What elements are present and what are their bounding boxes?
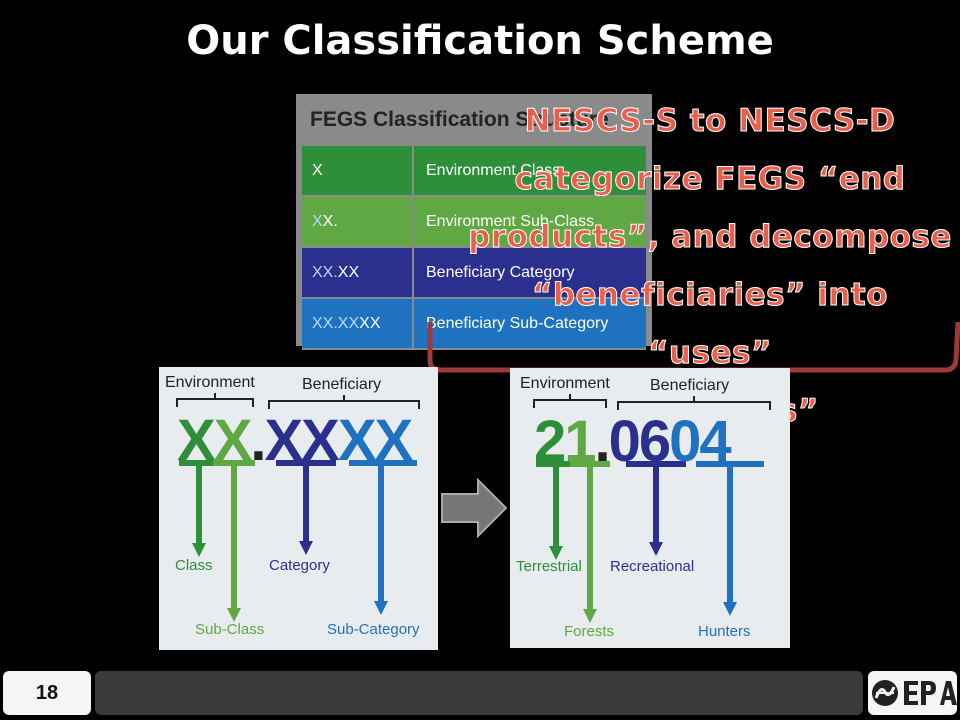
epa-logo (868, 671, 957, 715)
generic-code-diagram: Environment Beneficiary XX.XXXX Class Su… (159, 367, 438, 650)
fegs-label-cell: Environment Sub-Class (426, 213, 595, 230)
caption-class: Terrestrial (516, 558, 582, 575)
fegs-code-cell: XX.XXXX (302, 299, 414, 348)
callout-line: categorize FEGS “end (514, 161, 906, 198)
caption-sub-class: Sub-Class (195, 621, 265, 638)
environment-label: Environment (165, 374, 255, 391)
example-code: 21.0604 (534, 409, 732, 474)
footer-bar (95, 671, 863, 715)
callout-line: “beneficiaries” into “uses” (531, 277, 889, 372)
example-code-diagram: Environment Beneficiary 21.0604 Terrestr… (510, 368, 790, 648)
generic-code: XX.XXXX (177, 408, 413, 473)
callout-line: NESCS-S to NESCS-D (524, 103, 896, 140)
slide-title: Our Classification Scheme (186, 18, 774, 64)
fegs-table-title: FEGS Classification Structure (310, 108, 609, 131)
beneficiary-label: Beneficiary (302, 376, 382, 393)
fegs-code-cell: XX.XX (302, 248, 414, 297)
caption-sub-category: Sub-Category (327, 621, 420, 638)
fegs-code-cell: XX. (302, 197, 414, 246)
callout-line: products”, and decompose (468, 219, 952, 256)
beneficiary-label: Beneficiary (650, 377, 730, 394)
caption-sub-category: Hunters (698, 623, 751, 640)
fegs-row: XX.XX Beneficiary Category (302, 248, 646, 299)
page-number: 18 (3, 671, 91, 715)
epa-logo-mark (872, 680, 957, 706)
caption-category: Category (269, 557, 330, 574)
caption-sub-class: Forests (564, 623, 615, 640)
example-brackets-arrows (533, 394, 771, 623)
caption-class: Class (175, 557, 213, 574)
right-arrow-icon (441, 478, 508, 538)
fegs-row: X Environment Class (302, 146, 646, 197)
fegs-label-cell: Environment Class (426, 162, 561, 179)
environment-label: Environment (520, 375, 610, 392)
generic-brackets-arrows (176, 393, 420, 622)
fegs-label-cell: Beneficiary Category (426, 264, 575, 281)
caption-category: Recreational (610, 558, 695, 575)
fegs-row: XX. Environment Sub-Class (302, 197, 646, 248)
fegs-code-cell: X (302, 146, 414, 195)
